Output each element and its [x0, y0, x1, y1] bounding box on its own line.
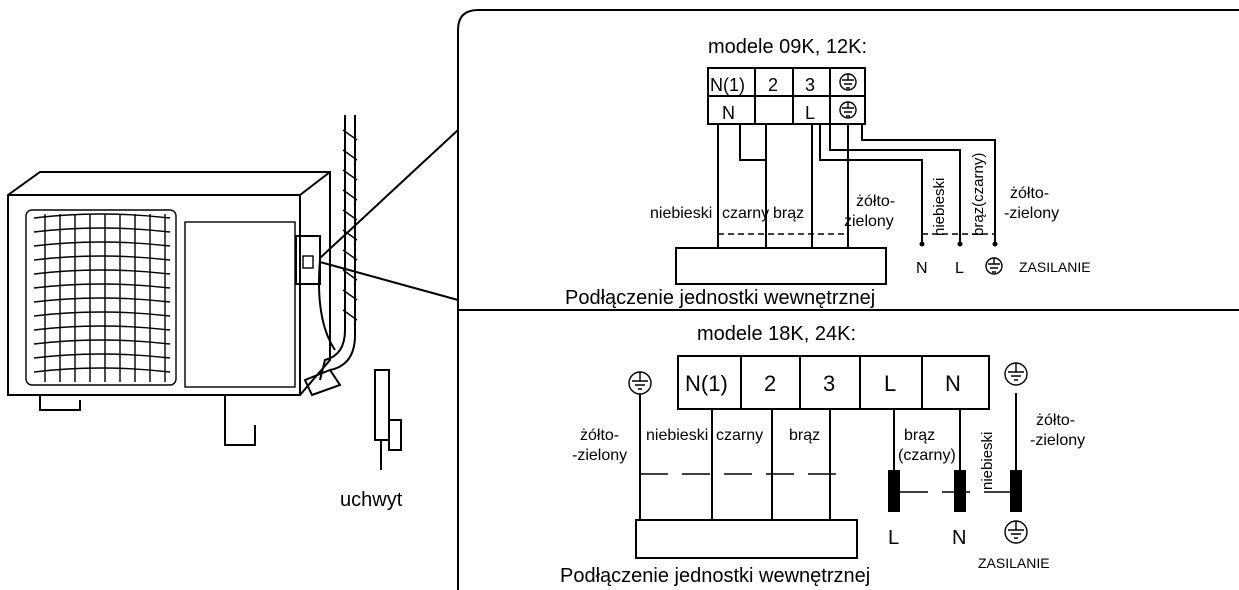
top-supply-label: ZASILANIE — [1019, 259, 1091, 275]
top-label-blue: niebieski — [650, 205, 712, 222]
bottom-terminal-l: L — [884, 371, 896, 396]
top-terminal-2: 2 — [768, 75, 778, 95]
bottom-label-blue-v: niebieski — [979, 432, 996, 490]
top-label-yg-r1: żółto- — [1010, 185, 1049, 202]
top-label-blue-v: niebieski — [931, 178, 948, 236]
top-terminal-3: 3 — [805, 75, 815, 95]
top-supply-l: L — [955, 260, 964, 277]
bottom-label-yg-r1: żółto- — [1036, 412, 1075, 429]
bottom-label-blue: niebieski — [646, 427, 708, 444]
supply-ground-icon — [985, 257, 1003, 275]
ground-icon — [839, 73, 857, 119]
handle-icon — [374, 369, 402, 470]
bottom-terminal-2: 2 — [764, 371, 776, 396]
supply-ground-bottom-icon — [1004, 520, 1028, 544]
handle-label: uchwyt — [340, 489, 403, 511]
bottom-label-black2: (czarny) — [898, 447, 956, 464]
bottom-supply-n: N — [952, 527, 966, 549]
bottom-label-yg-r2: -zielony — [1030, 432, 1085, 449]
bottom-label-yg2: -zielony — [572, 447, 627, 464]
left-ground-icon — [628, 371, 652, 395]
bottom-supply-label: ZASILANIE — [978, 555, 1050, 571]
top-label-brown-black-v: brąz(czarny) — [970, 153, 987, 236]
top-terminal-l: L — [805, 103, 815, 123]
top-footer: Podłączenie jednostki wewnętrznej — [565, 287, 875, 309]
top-indoor-unit — [675, 247, 887, 285]
bottom-terminal-n1: N(1) — [685, 371, 728, 396]
top-label-brown: brąz — [773, 205, 804, 222]
bottom-title: modele 18K, 24K: — [697, 323, 856, 345]
bottom-supply-l: L — [888, 527, 899, 549]
fan-grille-icon — [33, 213, 171, 382]
bottom-wiring-panel: modele 18K, 24K: N(1) 2 3 L N — [560, 323, 1085, 587]
bottom-label-brown: brąz — [789, 427, 820, 444]
bottom-terminal-3: 3 — [823, 371, 835, 396]
top-supply-n: N — [916, 260, 928, 277]
top-title: modele 09K, 12K: — [708, 36, 867, 58]
bottom-footer: Podłączenie jednostki wewnętrznej — [560, 565, 870, 587]
top-wiring-panel: modele 09K, 12K: N(1) 2 3 N L — [565, 36, 1091, 309]
top-label-yg-r2: -zielony — [1004, 205, 1059, 222]
bottom-label-brown2: brąz — [904, 427, 935, 444]
top-label-black: czarny — [722, 205, 769, 222]
top-label-yg1: żółto- — [856, 193, 895, 210]
bottom-label-yg1: żółto- — [580, 427, 619, 444]
bottom-terminal-block — [677, 355, 990, 410]
bottom-indoor-unit — [635, 519, 858, 559]
outdoor-unit-illustration — [7, 115, 459, 470]
callout-frame — [457, 9, 1239, 590]
top-terminal-n: N — [722, 103, 735, 123]
bottom-label-black: czarny — [716, 427, 763, 444]
right-ground-icon — [1004, 362, 1028, 386]
top-label-yg2: zielony — [844, 213, 894, 230]
bottom-terminal-n: N — [945, 371, 961, 396]
top-terminal-n1: N(1) — [710, 75, 745, 95]
